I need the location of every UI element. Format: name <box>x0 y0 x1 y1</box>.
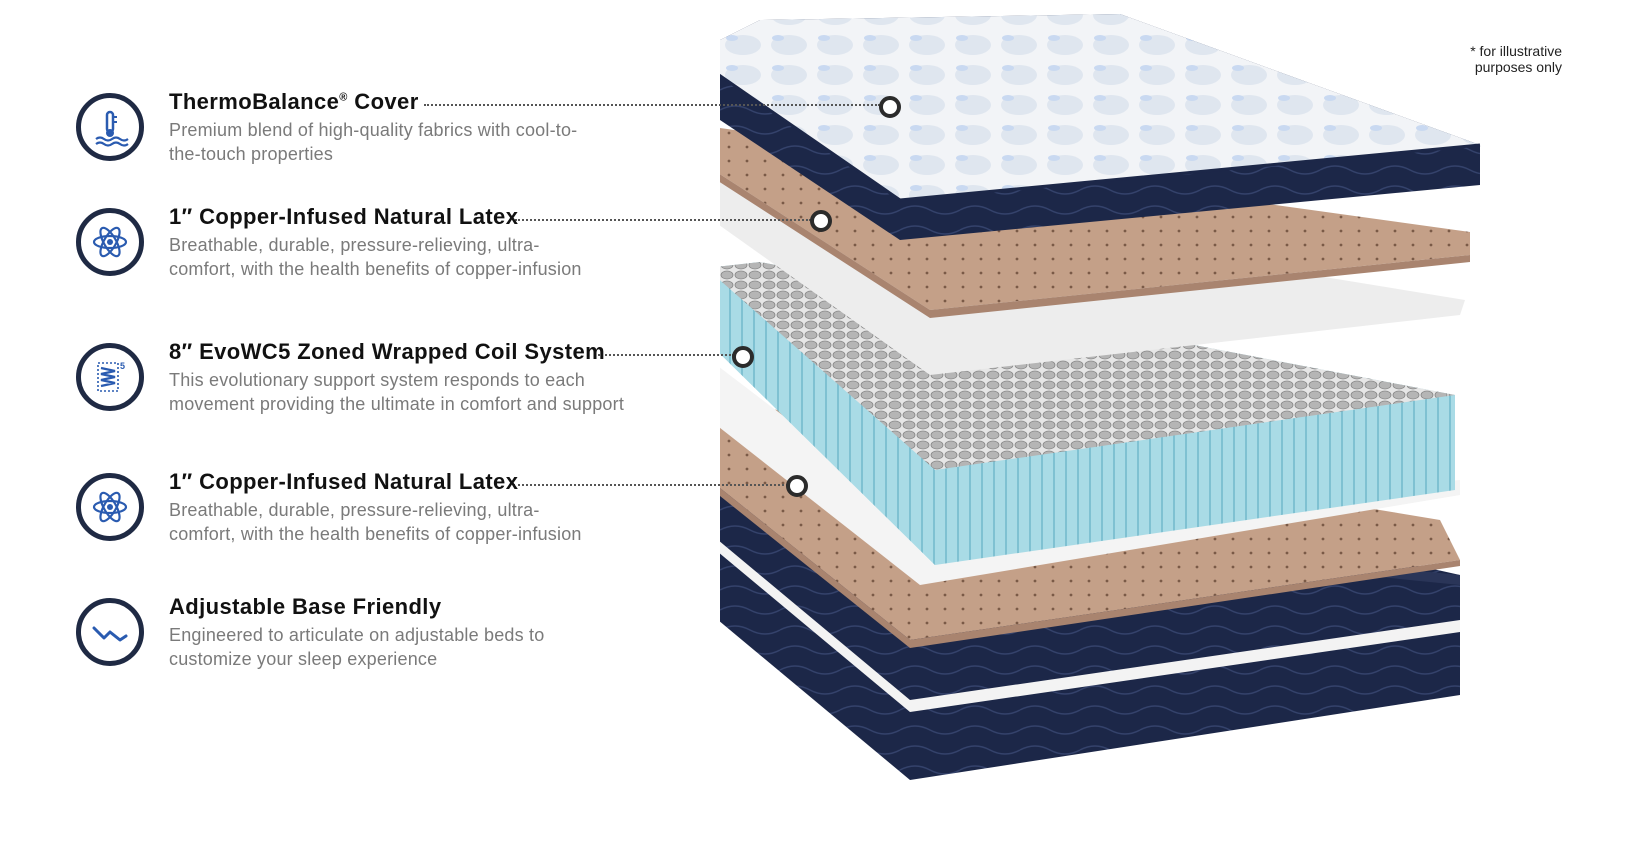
note-line-2: purposes only <box>1474 59 1562 75</box>
feature-top-latex: 1″ Copper-Infused Natural Latex Breathab… <box>76 204 716 288</box>
marker-top-latex[interactable] <box>810 210 832 232</box>
feature-description: Premium blend of high-quality fabrics wi… <box>169 120 578 164</box>
adjustable-base-icon <box>76 598 144 666</box>
leader-line-top-latex <box>515 219 811 221</box>
marker-bottom-latex[interactable] <box>786 475 808 497</box>
feature-title: Adjustable Base Friendly <box>169 594 442 619</box>
feature-description: Engineered to articulate on adjustable b… <box>169 625 545 669</box>
marker-cover[interactable] <box>879 96 901 118</box>
leader-line-bottom-latex <box>513 484 788 486</box>
marker-coil[interactable] <box>732 346 754 368</box>
atom-icon <box>76 208 144 276</box>
feature-title: 8″ EvoWC5 Zoned Wrapped Coil System <box>169 339 606 364</box>
note-line-1: * for illustrative <box>1470 43 1562 59</box>
feature-coil-system: 5 8″ EvoWC5 Zoned Wrapped Coil System Th… <box>76 339 716 423</box>
mattress-layers-illustration <box>720 14 1481 780</box>
leader-line-coil <box>598 354 734 356</box>
feature-description: Breathable, durable, pressure-relieving,… <box>169 235 582 279</box>
feature-description: This evolutionary support system respond… <box>169 370 625 414</box>
feature-bottom-latex: 1″ Copper-Infused Natural Latex Breathab… <box>76 469 716 553</box>
coil-icon: 5 <box>76 343 144 411</box>
leader-line-cover <box>424 104 880 106</box>
atom-icon <box>76 473 144 541</box>
feature-title: ThermoBalance® Cover <box>169 89 419 114</box>
feature-adjustable-base: Adjustable Base Friendly Engineered to a… <box>76 594 716 678</box>
feature-title: 1″ Copper-Infused Natural Latex <box>169 469 519 494</box>
feature-thermobalance-cover: ThermoBalance® Cover Premium blend of hi… <box>76 89 716 173</box>
feature-description: Breathable, durable, pressure-relieving,… <box>169 500 582 544</box>
coil-icon-badge: 5 <box>120 361 125 371</box>
feature-title: 1″ Copper-Infused Natural Latex <box>169 204 519 229</box>
thermometer-icon <box>76 93 144 161</box>
illustrative-note: * for illustrative purposes only <box>1470 43 1562 75</box>
thermobalance-cover-layer <box>720 14 1481 240</box>
